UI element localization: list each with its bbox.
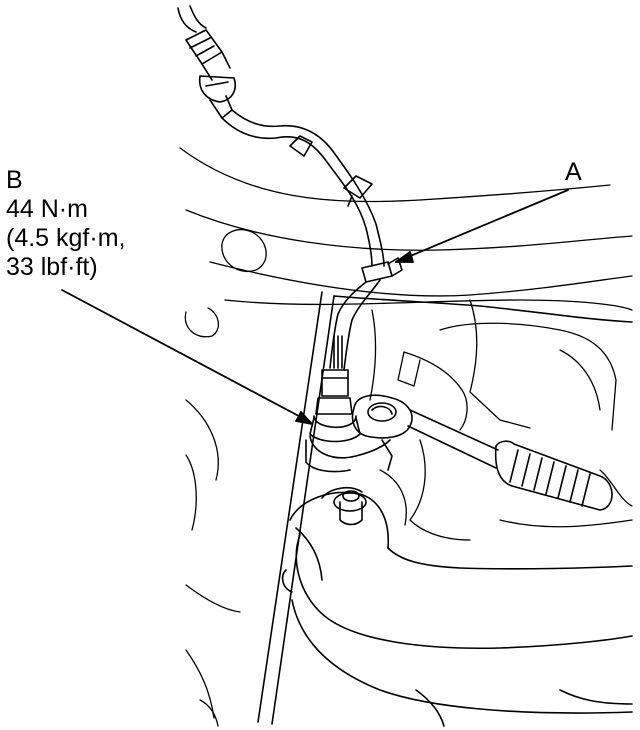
callout-b-leader	[61, 289, 311, 423]
mounting-bracket	[257, 291, 633, 725]
torque-nm: 44 N·m	[6, 195, 88, 223]
engine-detail-lines	[369, 299, 633, 541]
leader-arrows	[61, 189, 569, 425]
ratchet-wrench	[351, 394, 613, 511]
body-panel-lines	[179, 147, 633, 727]
callout-b-letter: B	[6, 166, 23, 194]
torque-kgfm: (4.5 kgf·m,	[6, 224, 126, 252]
callout-b-arrowhead	[295, 411, 313, 425]
callout-b-label: B 44 N·m (4.5 kgf·m, 33 lbf·ft)	[6, 166, 125, 282]
callout-a-label: A	[565, 158, 582, 186]
callout-a-leader	[395, 189, 569, 263]
lower-arm	[281, 486, 633, 727]
torque-lbfft: 33 lbf·ft)	[6, 253, 98, 281]
callout-a-arrowhead	[395, 251, 414, 263]
sensor-wire-harness	[177, 5, 403, 371]
